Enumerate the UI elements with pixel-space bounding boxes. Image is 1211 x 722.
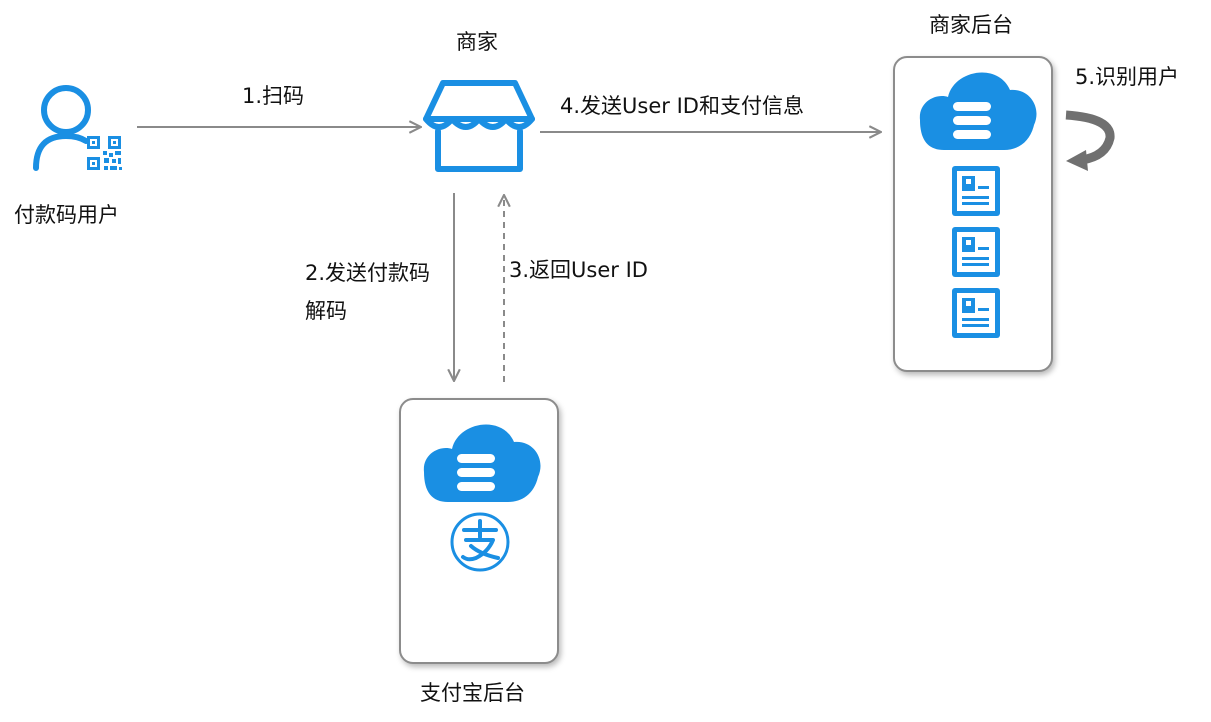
- scan-edge-label: 1.扫码: [242, 84, 305, 108]
- merchant-label: 商家: [456, 30, 498, 54]
- loop-arrow-identify: [1065, 110, 1115, 171]
- payer-label: 付款码用户: [14, 203, 119, 227]
- cloud-server-icon: [423, 424, 541, 502]
- document-icon: [952, 288, 1000, 338]
- alipay-backend-label: 支付宝后台: [420, 681, 525, 705]
- cloud-server-icon: [919, 72, 1037, 150]
- store-icon: [423, 80, 535, 172]
- document-icon: [952, 227, 1000, 277]
- return-id-edge-label: 3.返回User ID: [509, 258, 648, 282]
- merchant-backend-label: 商家后台: [929, 13, 1013, 37]
- send-info-edge-label: 4.发送User ID和支付信息: [560, 94, 804, 118]
- send-code-edge-label-line2: 解码: [305, 299, 347, 323]
- document-icon: [952, 166, 1000, 216]
- identify-edge-label: 5.识别用户: [1075, 65, 1180, 89]
- send-code-edge-label: 2.发送付款码: [305, 261, 431, 285]
- user-qr-icon: [33, 85, 122, 171]
- alipay-logo-icon: [450, 512, 510, 572]
